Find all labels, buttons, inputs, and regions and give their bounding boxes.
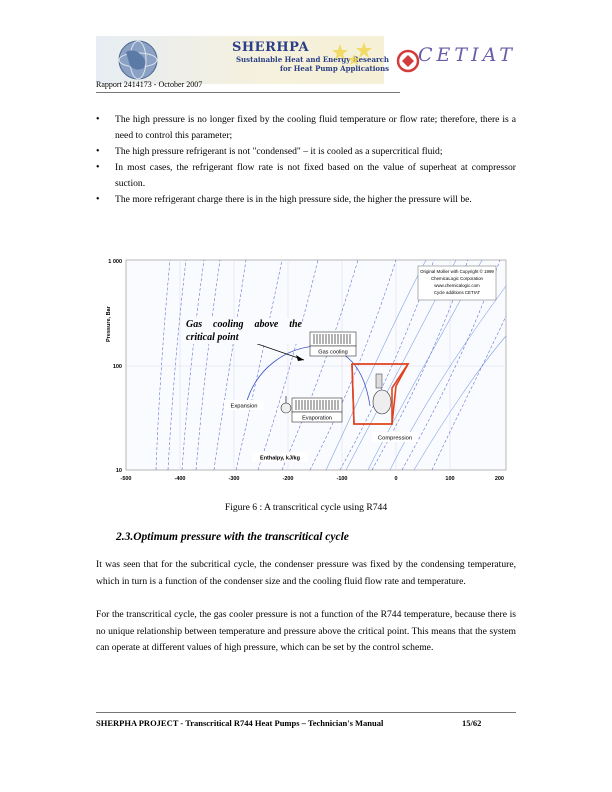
compressor-icon [372,373,392,415]
bullet-item: In most cases, the refrigerant flow rate… [96,160,516,192]
paragraph: It was seen that for the subcritical cyc… [96,559,516,587]
copyright-box [417,265,497,301]
copyright-line: Cycle additions CETIAT [434,290,481,295]
globe-icon [118,40,158,80]
bullet-item: The more refrigerant charge there is in … [96,192,516,208]
x-tick: 200 [495,476,504,482]
copyright-line: ChemicaLogic Corporation [431,276,484,281]
section-title: Optimum pressure with the transcritical … [133,531,349,543]
y-tick: 10 [116,468,122,474]
report-reference: Rapport 2414173 - October 2007 [96,80,203,89]
expansion-label: Expansion [230,404,257,410]
x-tick: -500 [120,476,131,482]
compression-label: Compression [378,436,412,442]
bullet-item: The high pressure is no longer fixed by … [96,112,516,144]
x-tick: 100 [445,476,454,482]
section-number: 2.3. [116,531,134,543]
figure-annotation: Gas cooling above the critical point [186,318,302,344]
cetiat-wordmark: CETIAT [418,44,516,66]
x-tick: -200 [282,476,293,482]
figure-caption: Figure 6 : A transcritical cycle using R… [224,502,388,513]
logo-subtitle: Sustainable Heat and Energy Research [236,55,390,64]
gas-cooler-icon [309,331,357,347]
footer-title: SHERPHA PROJECT - Transcritical R744 Hea… [96,718,384,728]
header-divider [96,92,400,93]
bullet-item: The high pressure refrigerant is not "co… [96,144,516,160]
logo-title: SHERHPA [232,40,310,55]
y-tick: 1 000 [108,259,122,265]
page-number: 15/62 [462,718,482,728]
x-tick: -100 [336,476,347,482]
bullet-list: The high pressure is no longer fixed by … [96,112,516,208]
copyright-line: www.chemicalogic.com [434,283,480,288]
section-heading: 2.3.Optimum pressure with the transcriti… [116,531,349,543]
paragraph: For the transcritical cycle, the gas coo… [96,609,516,653]
x-tick: -400 [174,476,185,482]
copyright-line: Original Mollier with Copyright © 1999 [420,269,494,274]
y-tick: 100 [113,364,122,370]
evaporation-label: Evaporation [302,416,332,422]
footer-divider [96,712,516,713]
x-tick: 0 [394,476,397,482]
x-axis-label: Enthalpy, kJ/kg [260,456,300,462]
cetiat-logo-icon [396,49,420,73]
expansion-valve-icon [280,396,292,414]
x-tick: -300 [228,476,239,482]
evaporator-icon [291,397,343,413]
mollier-diagram: Gas cooling Evaporation Expansion Compre… [106,259,507,482]
logo-subtitle-2: for Heat Pump Applications [280,64,390,73]
eu-stars-icon [332,42,372,65]
gas-cooling-label: Gas cooling [318,350,348,356]
y-axis-label: Pressure, Bar [106,305,112,342]
